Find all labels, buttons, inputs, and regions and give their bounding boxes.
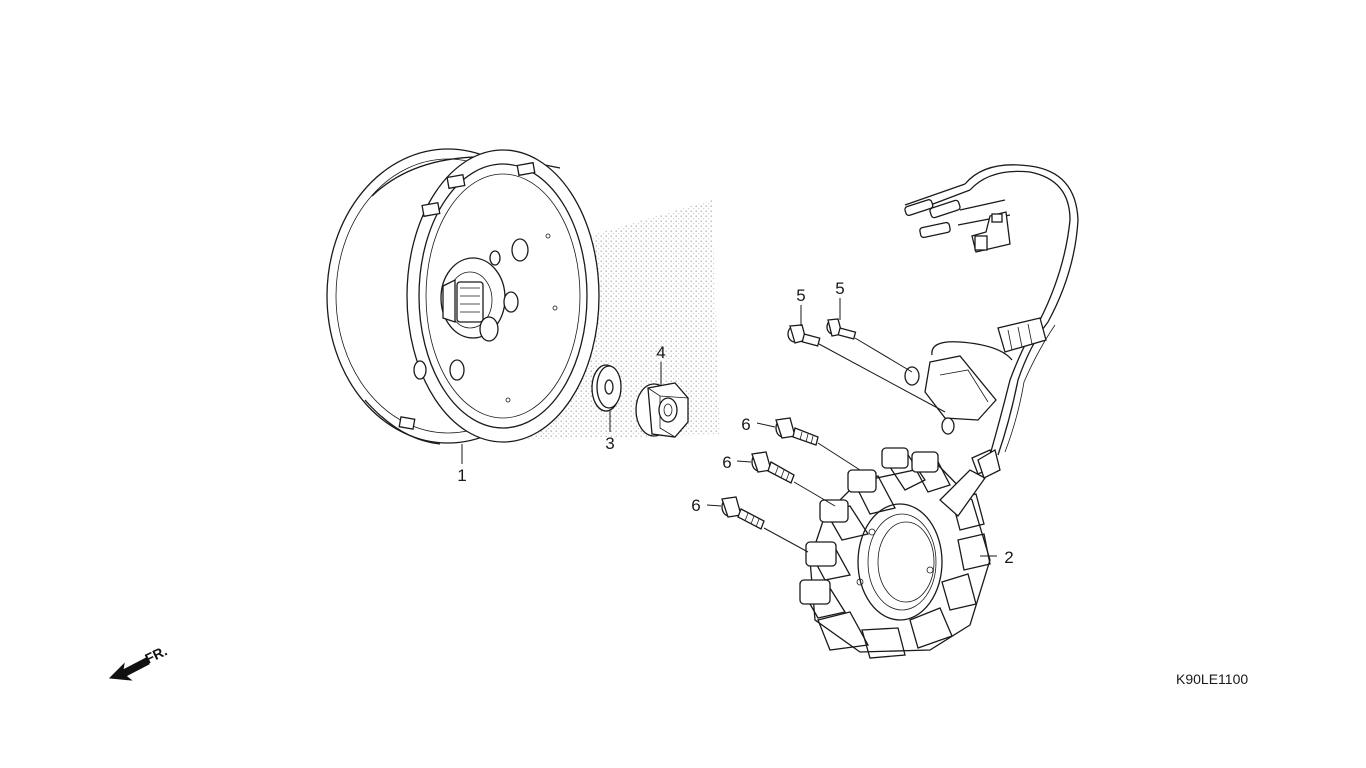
callout-leaders xyxy=(461,298,997,557)
stator-coil-bottom-1 xyxy=(817,611,870,651)
stator-coil-top-3 xyxy=(847,469,896,515)
bolt-6b xyxy=(751,451,795,484)
stator-coil-top-1 xyxy=(881,447,926,491)
bolt-6c xyxy=(721,496,765,530)
callout-1: 1 xyxy=(457,466,466,485)
callout-2: 2 xyxy=(1004,548,1013,567)
stator-coil-right-2 xyxy=(957,533,991,571)
assembly-centerlines xyxy=(763,337,946,553)
stator-coil-left-2 xyxy=(805,541,851,581)
callout-5a: 5 xyxy=(796,286,805,305)
callout-6c: 6 xyxy=(691,496,700,515)
drawing-code: K90LE1100 xyxy=(1176,671,1248,687)
wiring-harness xyxy=(904,164,1079,479)
callout-3: 3 xyxy=(605,434,614,453)
bolt-5a xyxy=(787,324,821,347)
bolt-6a xyxy=(775,417,819,446)
stator-part-2 xyxy=(799,447,997,659)
flywheel-part-1 xyxy=(326,148,600,445)
bolt-5b xyxy=(826,318,857,340)
callout-6a: 6 xyxy=(741,415,750,434)
stator-coil-left-3 xyxy=(799,579,847,619)
pulse-generator xyxy=(904,341,1013,435)
stator-coil-bottom-3 xyxy=(909,607,953,649)
stator-coil-left-1 xyxy=(819,499,870,541)
front-direction-indicator: FR. xyxy=(108,642,170,681)
front-arrow-icon xyxy=(108,657,150,681)
stator-coil-top-2 xyxy=(911,451,951,493)
nut-part-4 xyxy=(635,382,689,438)
callout-5b: 5 xyxy=(835,279,844,298)
stator-coil-bottom-2 xyxy=(861,627,906,659)
washer-part-3 xyxy=(591,364,622,412)
callout-6b: 6 xyxy=(722,453,731,472)
callout-4: 4 xyxy=(656,343,665,362)
stator-coil-right-1 xyxy=(941,573,977,611)
callout-labels: 1 2 3 4 5 5 6 6 6 xyxy=(457,279,1013,567)
